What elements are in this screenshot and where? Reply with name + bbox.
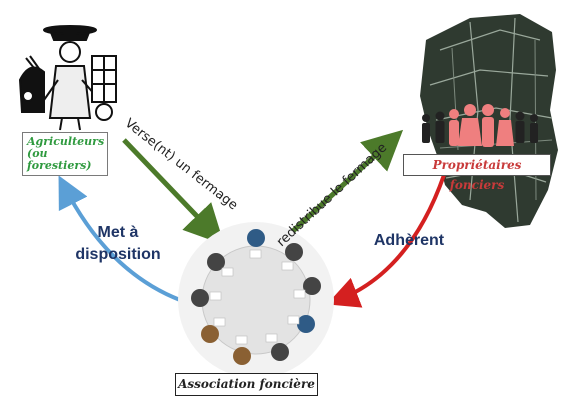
owners-label: Propriétaires fonciers [403,154,551,192]
flow-label-association-to-farmers: Met à disposition [75,224,161,263]
arrow-association-to-farmers [58,175,181,302]
flow-label-owners-to-association: Adhèrent [373,232,445,249]
farmer-sketch-icon [14,25,124,131]
people-group-icon [422,104,538,147]
arrow-farmers-to-association [122,138,225,245]
arrow-owners-to-association [326,174,446,308]
farmers-label: Agriculteurs (ou forestiers) [22,132,108,176]
meeting-table-icon [178,222,334,378]
association-label: Association foncière [175,373,318,396]
